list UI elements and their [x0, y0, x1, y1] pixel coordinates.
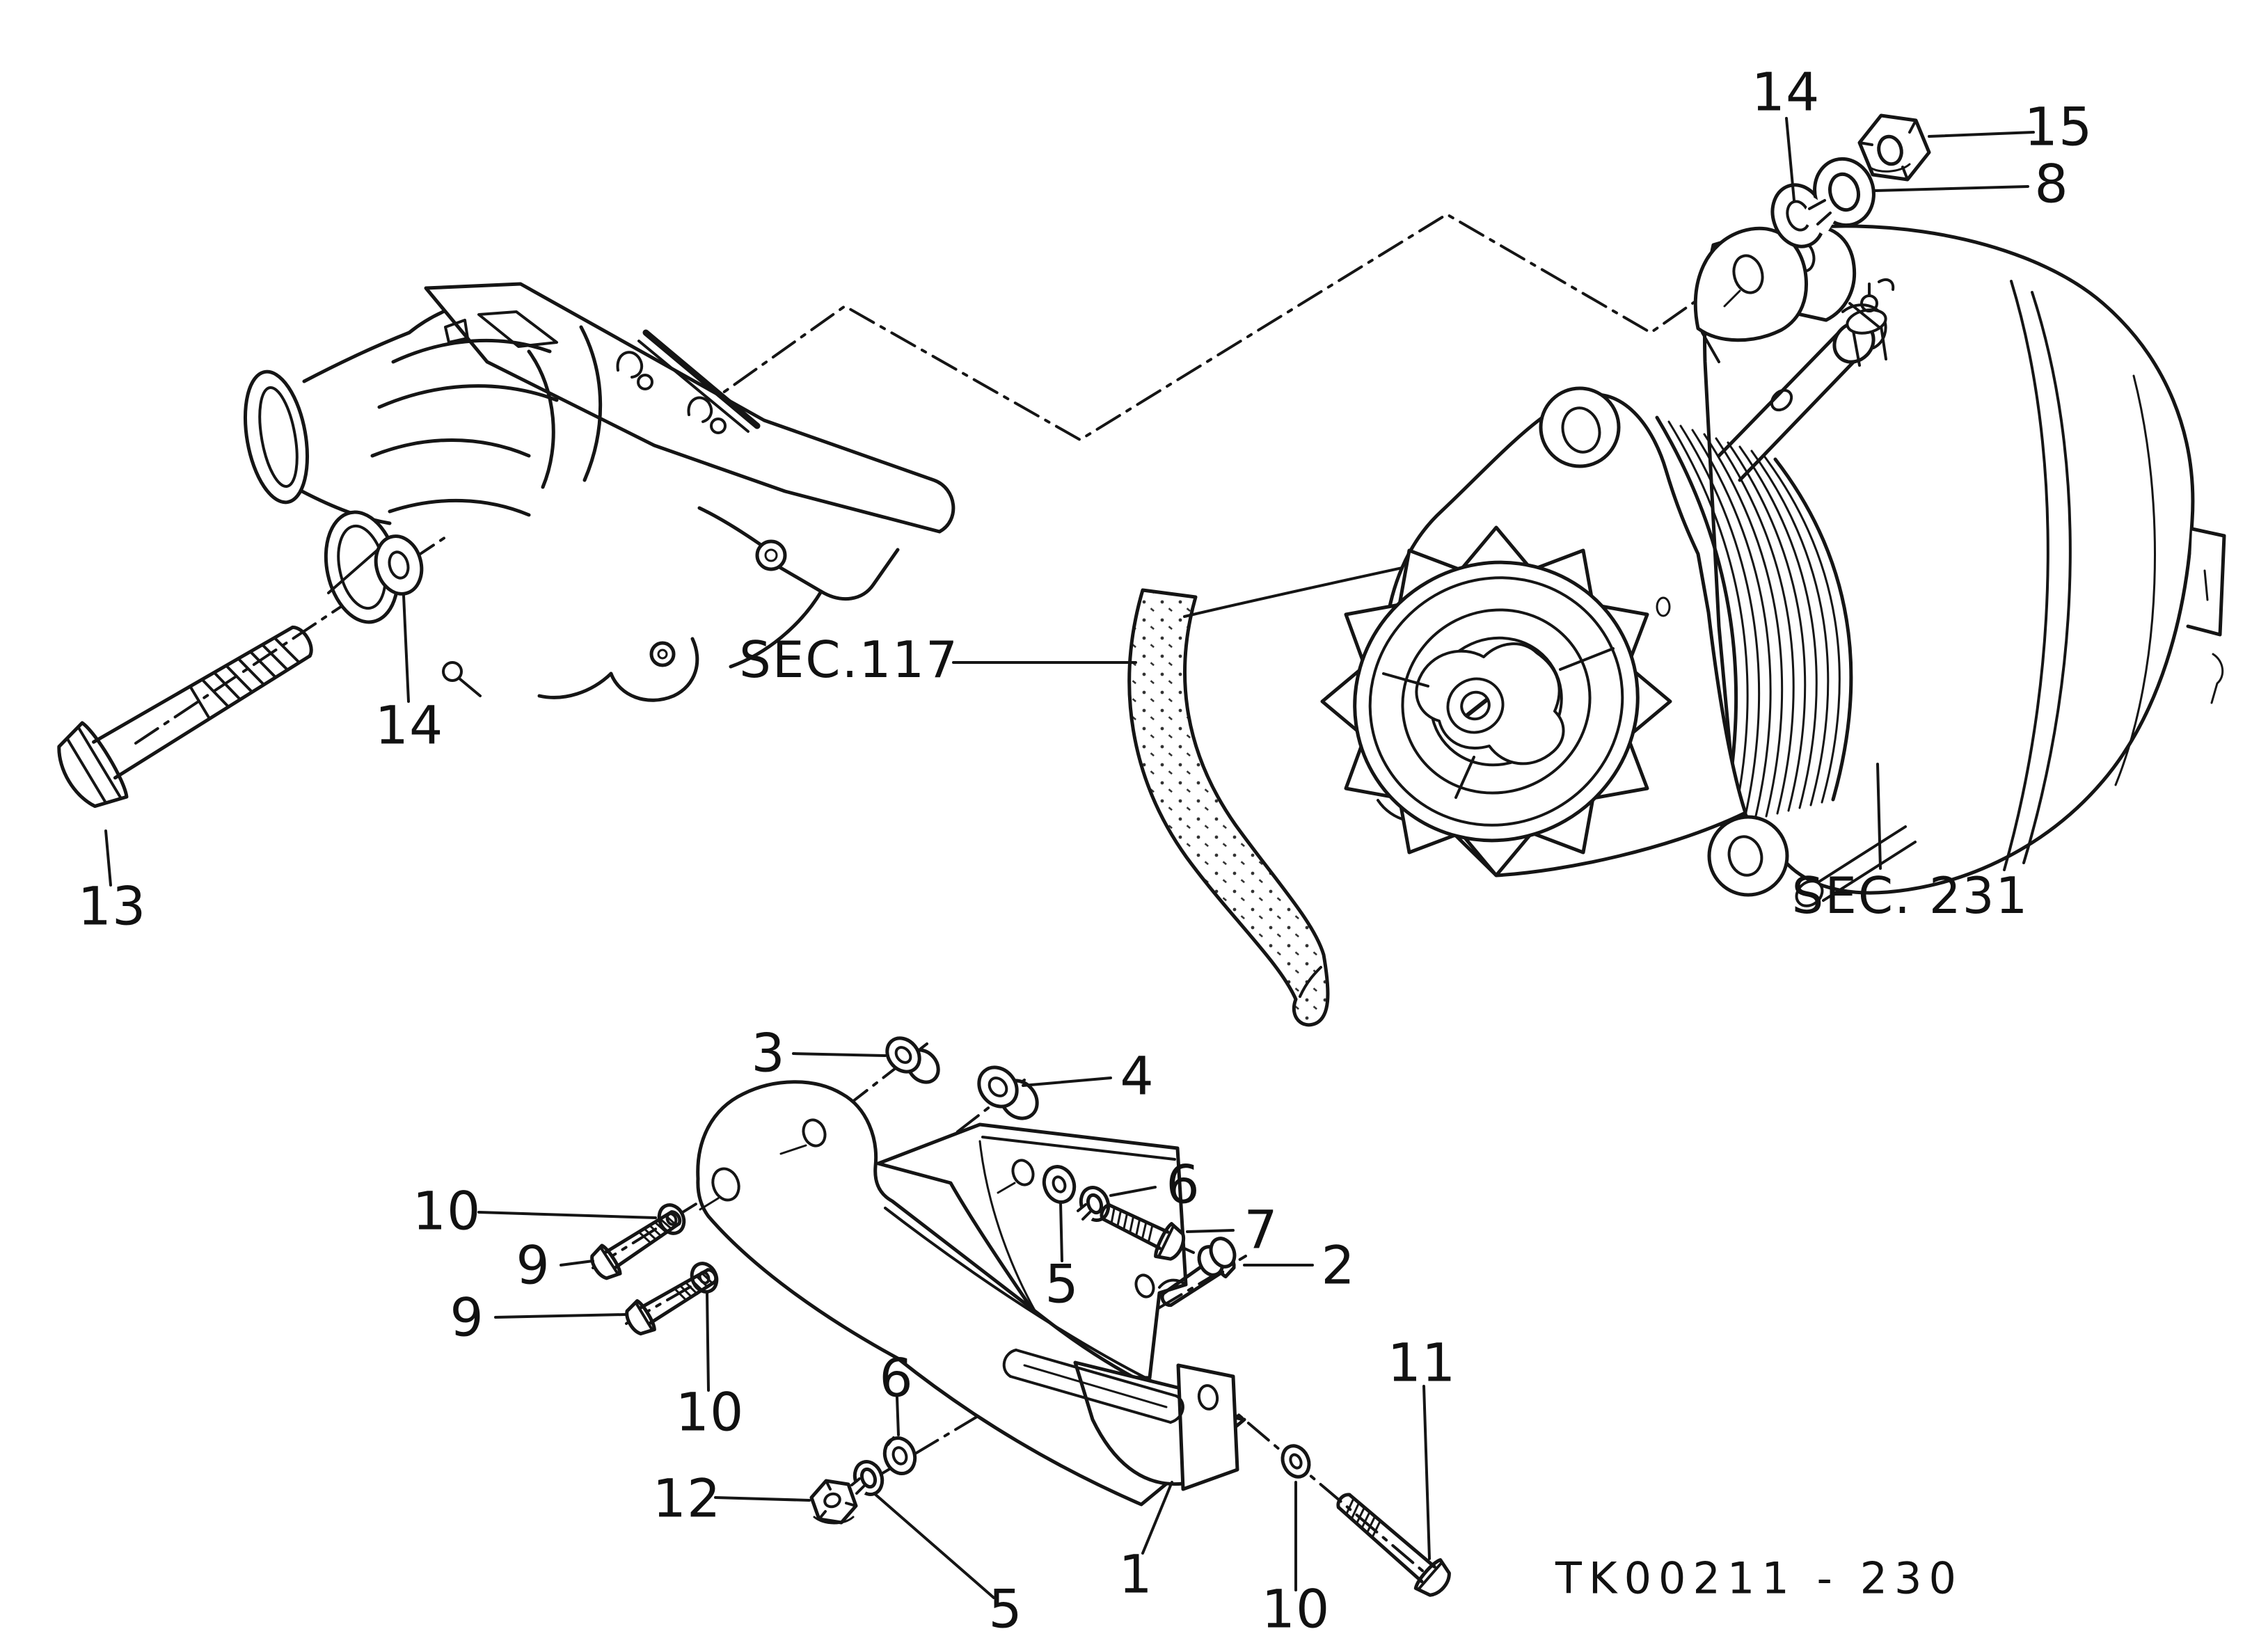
- callout-9-lower: 9: [450, 1286, 484, 1349]
- bracket-assembly: [590, 1036, 1451, 1597]
- spacer-3: [885, 1036, 940, 1084]
- lock-washer-5-lower: [848, 1460, 885, 1500]
- washer-5-upper: [1042, 1165, 1077, 1204]
- section-ref-117: SEC.117: [739, 630, 959, 689]
- callout-14-left: 14: [374, 694, 444, 756]
- nut-12: [809, 1479, 858, 1525]
- lock-washer-8: [1799, 157, 1876, 236]
- callout-11: 11: [1387, 1331, 1457, 1394]
- callout-2: 2: [1321, 1234, 1356, 1296]
- callout-8: 8: [2034, 152, 2069, 215]
- section-ref-231: SEC. 231: [1791, 866, 2029, 925]
- callout-10-right: 10: [1261, 1578, 1331, 1640]
- nut-15: [1857, 113, 1931, 182]
- callout-7: 7: [1244, 1198, 1278, 1261]
- v-belt: [1127, 561, 1429, 1027]
- alternator-pulley: [1353, 560, 1640, 843]
- callout-6-upper: 6: [1166, 1153, 1200, 1216]
- bolt-9-upper: [590, 1210, 682, 1280]
- bolt-13: [57, 625, 313, 809]
- callout-1: 1: [1118, 1543, 1153, 1605]
- callout-5-lower: 5: [988, 1578, 1023, 1640]
- callout-3: 3: [751, 1022, 786, 1084]
- alternator-through-bolt-bottom: [1795, 825, 1917, 907]
- callout-13: 13: [77, 875, 147, 937]
- callout-15: 15: [2024, 95, 2093, 158]
- bolt-11: [1336, 1493, 1451, 1597]
- callout-10-left-upper: 10: [412, 1180, 482, 1242]
- drawing-code: TK00211 - 230: [1555, 1552, 1963, 1604]
- bolt-7: [1100, 1203, 1186, 1261]
- washer-10-right: [1280, 1444, 1311, 1479]
- bolt-2: [1160, 1237, 1237, 1308]
- callout-14-top: 14: [1751, 61, 1821, 123]
- washer-6-lower: [882, 1436, 917, 1475]
- callout-4: 4: [1120, 1045, 1155, 1107]
- spacer-4: [977, 1065, 1039, 1120]
- callout-12: 12: [652, 1467, 722, 1530]
- alternator-through-bolt-top: [1717, 303, 1887, 482]
- water-pump: [243, 282, 955, 702]
- alternator-terminal-stud: [1846, 278, 1895, 367]
- washer-14-left: [374, 534, 424, 596]
- callout-9-upper: 9: [516, 1234, 550, 1296]
- callout-5-upper: 5: [1045, 1253, 1079, 1315]
- alternator-mounting-ear: [1693, 225, 1880, 363]
- leader-lines: [104, 117, 2035, 1599]
- bolt-9-lower: [625, 1268, 718, 1336]
- bracket-foot: [1002, 1349, 1239, 1491]
- callout-10-left-lower: 10: [675, 1381, 745, 1443]
- alternator: [1320, 113, 2226, 907]
- callout-6-lower: 6: [879, 1347, 914, 1409]
